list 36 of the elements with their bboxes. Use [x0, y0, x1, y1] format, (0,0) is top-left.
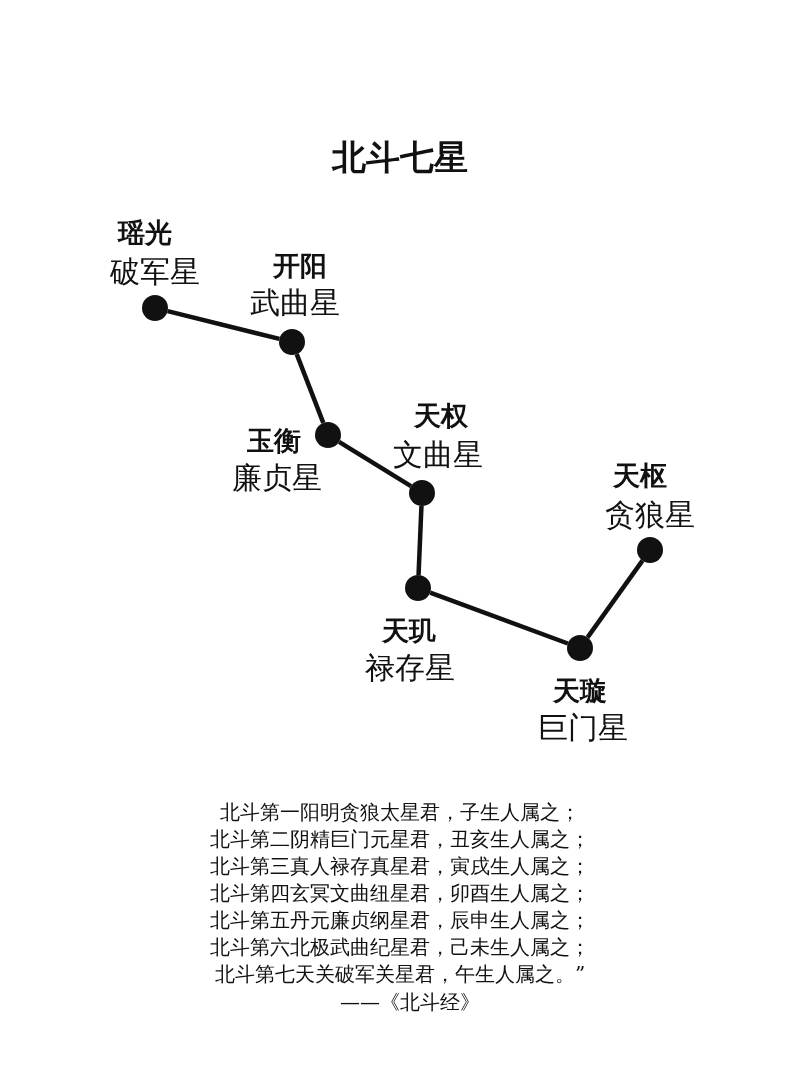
verse-line: 北斗第七天关破军关星君，午生人属之。” — [215, 964, 586, 984]
star-title: 破军星 — [110, 257, 200, 287]
star-name: 天璇 — [553, 676, 607, 704]
connecting-line — [585, 559, 645, 639]
star-dot — [405, 575, 431, 601]
star-name: 开阳 — [273, 251, 327, 279]
verse-line: 北斗第一阳明贪狼太星君，子生人属之； — [220, 802, 580, 822]
connecting-line — [167, 308, 280, 342]
verse-line: 北斗第三真人禄存真星君，寅戌生人属之； — [210, 856, 590, 876]
star-dot — [409, 480, 435, 506]
star-title: 禄存星 — [365, 653, 455, 683]
star-name: 天枢 — [613, 461, 667, 489]
star-name: 天权 — [414, 401, 468, 429]
verse-line: 北斗第二阴精巨门元星君，丑亥生人属之； — [210, 829, 590, 849]
verse-line: 北斗第五丹元廉贞纲星君，辰申生人属之； — [210, 910, 590, 930]
verse-line: 北斗第六北极武曲纪星君，己未生人属之； — [210, 937, 590, 957]
connecting-line — [416, 505, 424, 576]
verse-line: 北斗第四玄冥文曲纽星君，卯酉生人属之； — [210, 883, 590, 903]
star-name: 玉衡 — [247, 426, 301, 454]
diagram-title: 北斗七星 — [330, 140, 469, 174]
source-citation: ——《北斗经》 — [340, 992, 480, 1012]
connecting-line — [429, 590, 569, 646]
star-title: 文曲星 — [393, 440, 483, 470]
star-dot — [567, 635, 593, 661]
star-title: 武曲星 — [250, 288, 340, 318]
star-dot — [279, 329, 305, 355]
connecting-line — [294, 353, 326, 424]
star-dot — [142, 295, 168, 321]
star-title: 廉贞星 — [232, 463, 322, 493]
star-dot — [637, 537, 663, 563]
star-name: 瑶光 — [118, 218, 172, 246]
star-name: 天玑 — [382, 616, 436, 644]
star-title: 贪狼星 — [605, 500, 695, 530]
connecting-line — [337, 439, 413, 489]
star-dot — [315, 422, 341, 448]
star-title: 巨门星 — [538, 713, 628, 743]
